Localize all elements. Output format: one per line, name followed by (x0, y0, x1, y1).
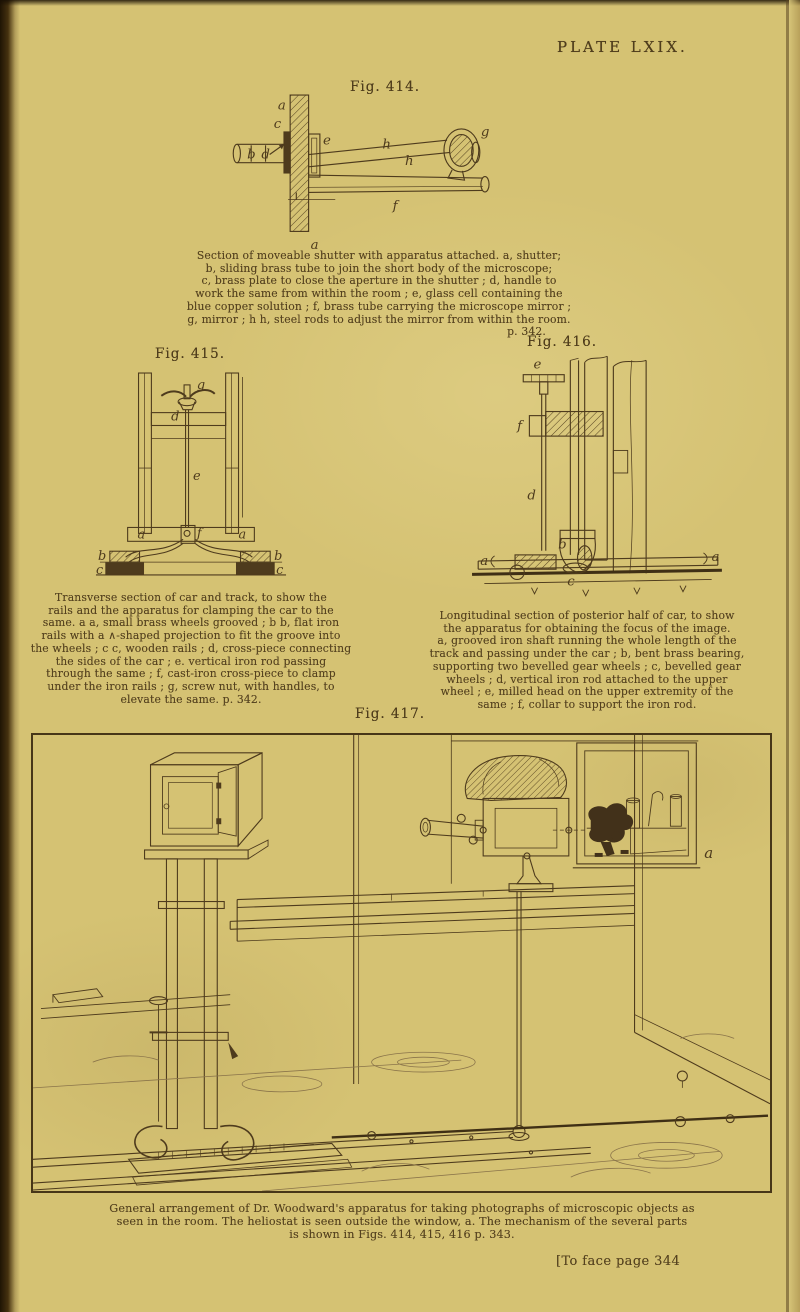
fig417-letter-marks: a (704, 844, 713, 862)
fig414-drawing: a b d c e h h f g a (232, 94, 490, 253)
mark-h2: h (405, 154, 414, 169)
fig415-caption: Transverse section of car and track, to … (28, 591, 354, 706)
caption-line: under the iron rails ; g, screw nut, wit… (47, 679, 335, 693)
caption-line: rails with a ∧-shaped projection to fit … (41, 629, 341, 643)
caption-line: Section of moveable shutter with apparat… (196, 249, 562, 262)
mark-f: f (392, 199, 400, 214)
mark-c: c (567, 575, 575, 590)
mark-a-heliostat: a (704, 844, 713, 862)
mark-a-left: a (138, 527, 146, 542)
caption-line: seen in the room. The heliostat is seen … (116, 1215, 688, 1229)
car-clamp-art (95, 372, 287, 576)
caption-line: work the same from within the room ; e, … (195, 287, 563, 301)
caption-line: General arrangement of Dr. Woodward's ap… (109, 1202, 695, 1215)
mark-a-right: a (239, 527, 247, 542)
page-edge-band (789, 0, 800, 1312)
caption-line: wheels ; d, vertical iron rod attached t… (446, 672, 728, 686)
caption-page-ref: p. 342. (507, 325, 546, 339)
fig417-frame: a (31, 733, 772, 1193)
fig416-label: Fig. 416. (527, 334, 597, 350)
fig417-drawing: a (33, 735, 770, 1191)
mark-b-left: b (98, 549, 106, 564)
caption-line: rails and the apparatus for clamping the… (48, 603, 334, 617)
plate-title: PLATE LXIX. (557, 38, 688, 56)
mark-b: b (247, 148, 256, 163)
fig415-letter-marks: g d e a a f b c b c (96, 378, 283, 578)
mark-d: d (527, 489, 536, 504)
page-top-shadow (0, 0, 800, 6)
caption-line: same. a a, small brass wheels grooved ; … (42, 616, 340, 630)
caption-line: Longitudinal section of posterior half o… (439, 609, 735, 622)
fig415-drawing: g d e a a f b c b c (95, 372, 287, 578)
mark-d: d (171, 410, 179, 425)
page-edge-line (786, 0, 789, 1312)
room-scene-art (33, 735, 770, 1191)
mark-b: b (558, 538, 567, 553)
mark-c-right: c (276, 563, 283, 578)
caption-line: g, mirror ; h h, steel rods to adjust th… (187, 312, 571, 326)
mark-a-right: a (712, 550, 720, 565)
caption-line: a, grooved iron shaft running the whole … (437, 634, 737, 648)
mark-e: e (323, 133, 331, 148)
caption-line: c, brass plate to close the aperture in … (201, 274, 557, 288)
shutter-section-art (232, 94, 490, 232)
mark-a-top: a (278, 98, 286, 113)
mark-b-right: b (274, 549, 282, 564)
fig416-letter-marks: e f d b c a a (480, 358, 719, 590)
mark-c: c (274, 117, 282, 132)
carpet-pattern-art (33, 1033, 735, 1191)
focus-apparatus-art (472, 355, 722, 597)
mark-g: g (197, 378, 205, 393)
fig416-caption: Longitudinal section of posterior half o… (392, 609, 782, 712)
mark-e: e (533, 358, 541, 373)
to-face-page-note: [To face page 344 (556, 1254, 681, 1269)
fig414-letter-marks: a b d c e h h f g a (247, 98, 489, 252)
caption-line: wheel ; e, milled head on the upper extr… (440, 685, 734, 699)
caption-line: is shown in Figs. 414, 415, 416 p. 343. (289, 1228, 515, 1242)
caption-line: supporting two bevelled gear wheels ; c,… (432, 659, 742, 673)
fig414-label: Fig. 414. (350, 79, 420, 95)
page-gutter-shadow (0, 0, 20, 1312)
mark-c-left: c (96, 563, 103, 578)
fig414-caption: Section of moveable shutter with apparat… (182, 249, 576, 339)
mark-g: g (481, 125, 490, 140)
caption-page-ref: elevate the same. p. 342. (120, 692, 262, 706)
fig416-drawing: e f d b c a a (472, 355, 722, 597)
caption-line: track and passing under the car ; b, ben… (429, 647, 745, 661)
mark-h1: h (382, 137, 391, 152)
mark-e: e (193, 469, 201, 484)
mark-a-bottom: a (311, 238, 319, 253)
caption-line: the sides of the car ; e. vertical iron … (55, 654, 327, 668)
mark-d: d (261, 148, 270, 163)
fig415-label: Fig. 415. (155, 346, 225, 362)
caption-line: Transverse section of car and track, to … (55, 591, 327, 604)
caption-line: blue copper solution ; f, brass tube car… (186, 299, 572, 313)
caption-line: b, sliding brass tube to join the short … (205, 261, 553, 275)
mark-a-left: a (480, 554, 488, 569)
mark-f: f (196, 526, 204, 541)
fig417-label: Fig. 417. (355, 706, 425, 722)
caption-line: through the same ; f, cast-iron cross-pi… (46, 667, 336, 681)
caption-line: the apparatus for obtaining the focus of… (443, 621, 731, 635)
caption-line: the wheels ; c c, wooden rails ; d, cros… (30, 641, 352, 655)
fig417-caption: General arrangement of Dr. Woodward's ap… (68, 1202, 736, 1242)
mark-f: f (516, 419, 524, 434)
caption-line: same ; f, collar to support the iron rod… (477, 697, 697, 711)
